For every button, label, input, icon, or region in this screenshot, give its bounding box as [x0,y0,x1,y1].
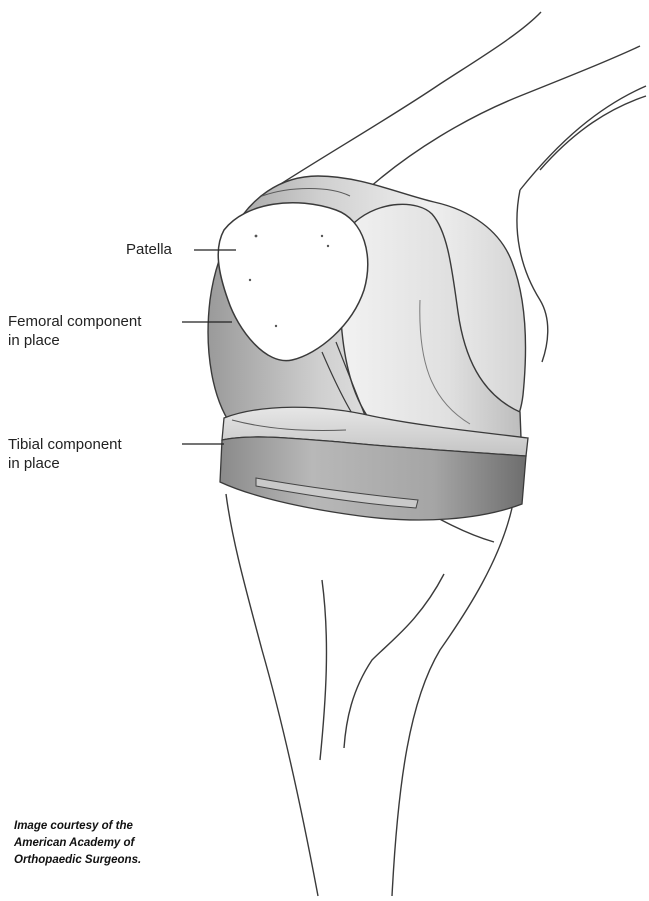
credit-line3: Orthopaedic Surgeons. [14,852,141,869]
tibial-label-line2: in place [8,454,122,473]
tibial-component-label: Tibial component in place [8,435,122,473]
femoral-label-line2: in place [8,331,141,350]
patella-label: Patella [126,240,172,259]
femoral-label-line1: Femoral component [8,312,141,331]
patella-label-text: Patella [126,241,172,258]
tibial-label-line1: Tibial component [8,435,122,454]
image-credit: Image courtesy of the American Academy o… [14,818,141,869]
femoral-component-label: Femoral component in place [8,312,141,350]
credit-line2: American Academy of [14,835,141,852]
credit-line1: Image courtesy of the [14,818,141,835]
tibia-bone [226,494,512,896]
